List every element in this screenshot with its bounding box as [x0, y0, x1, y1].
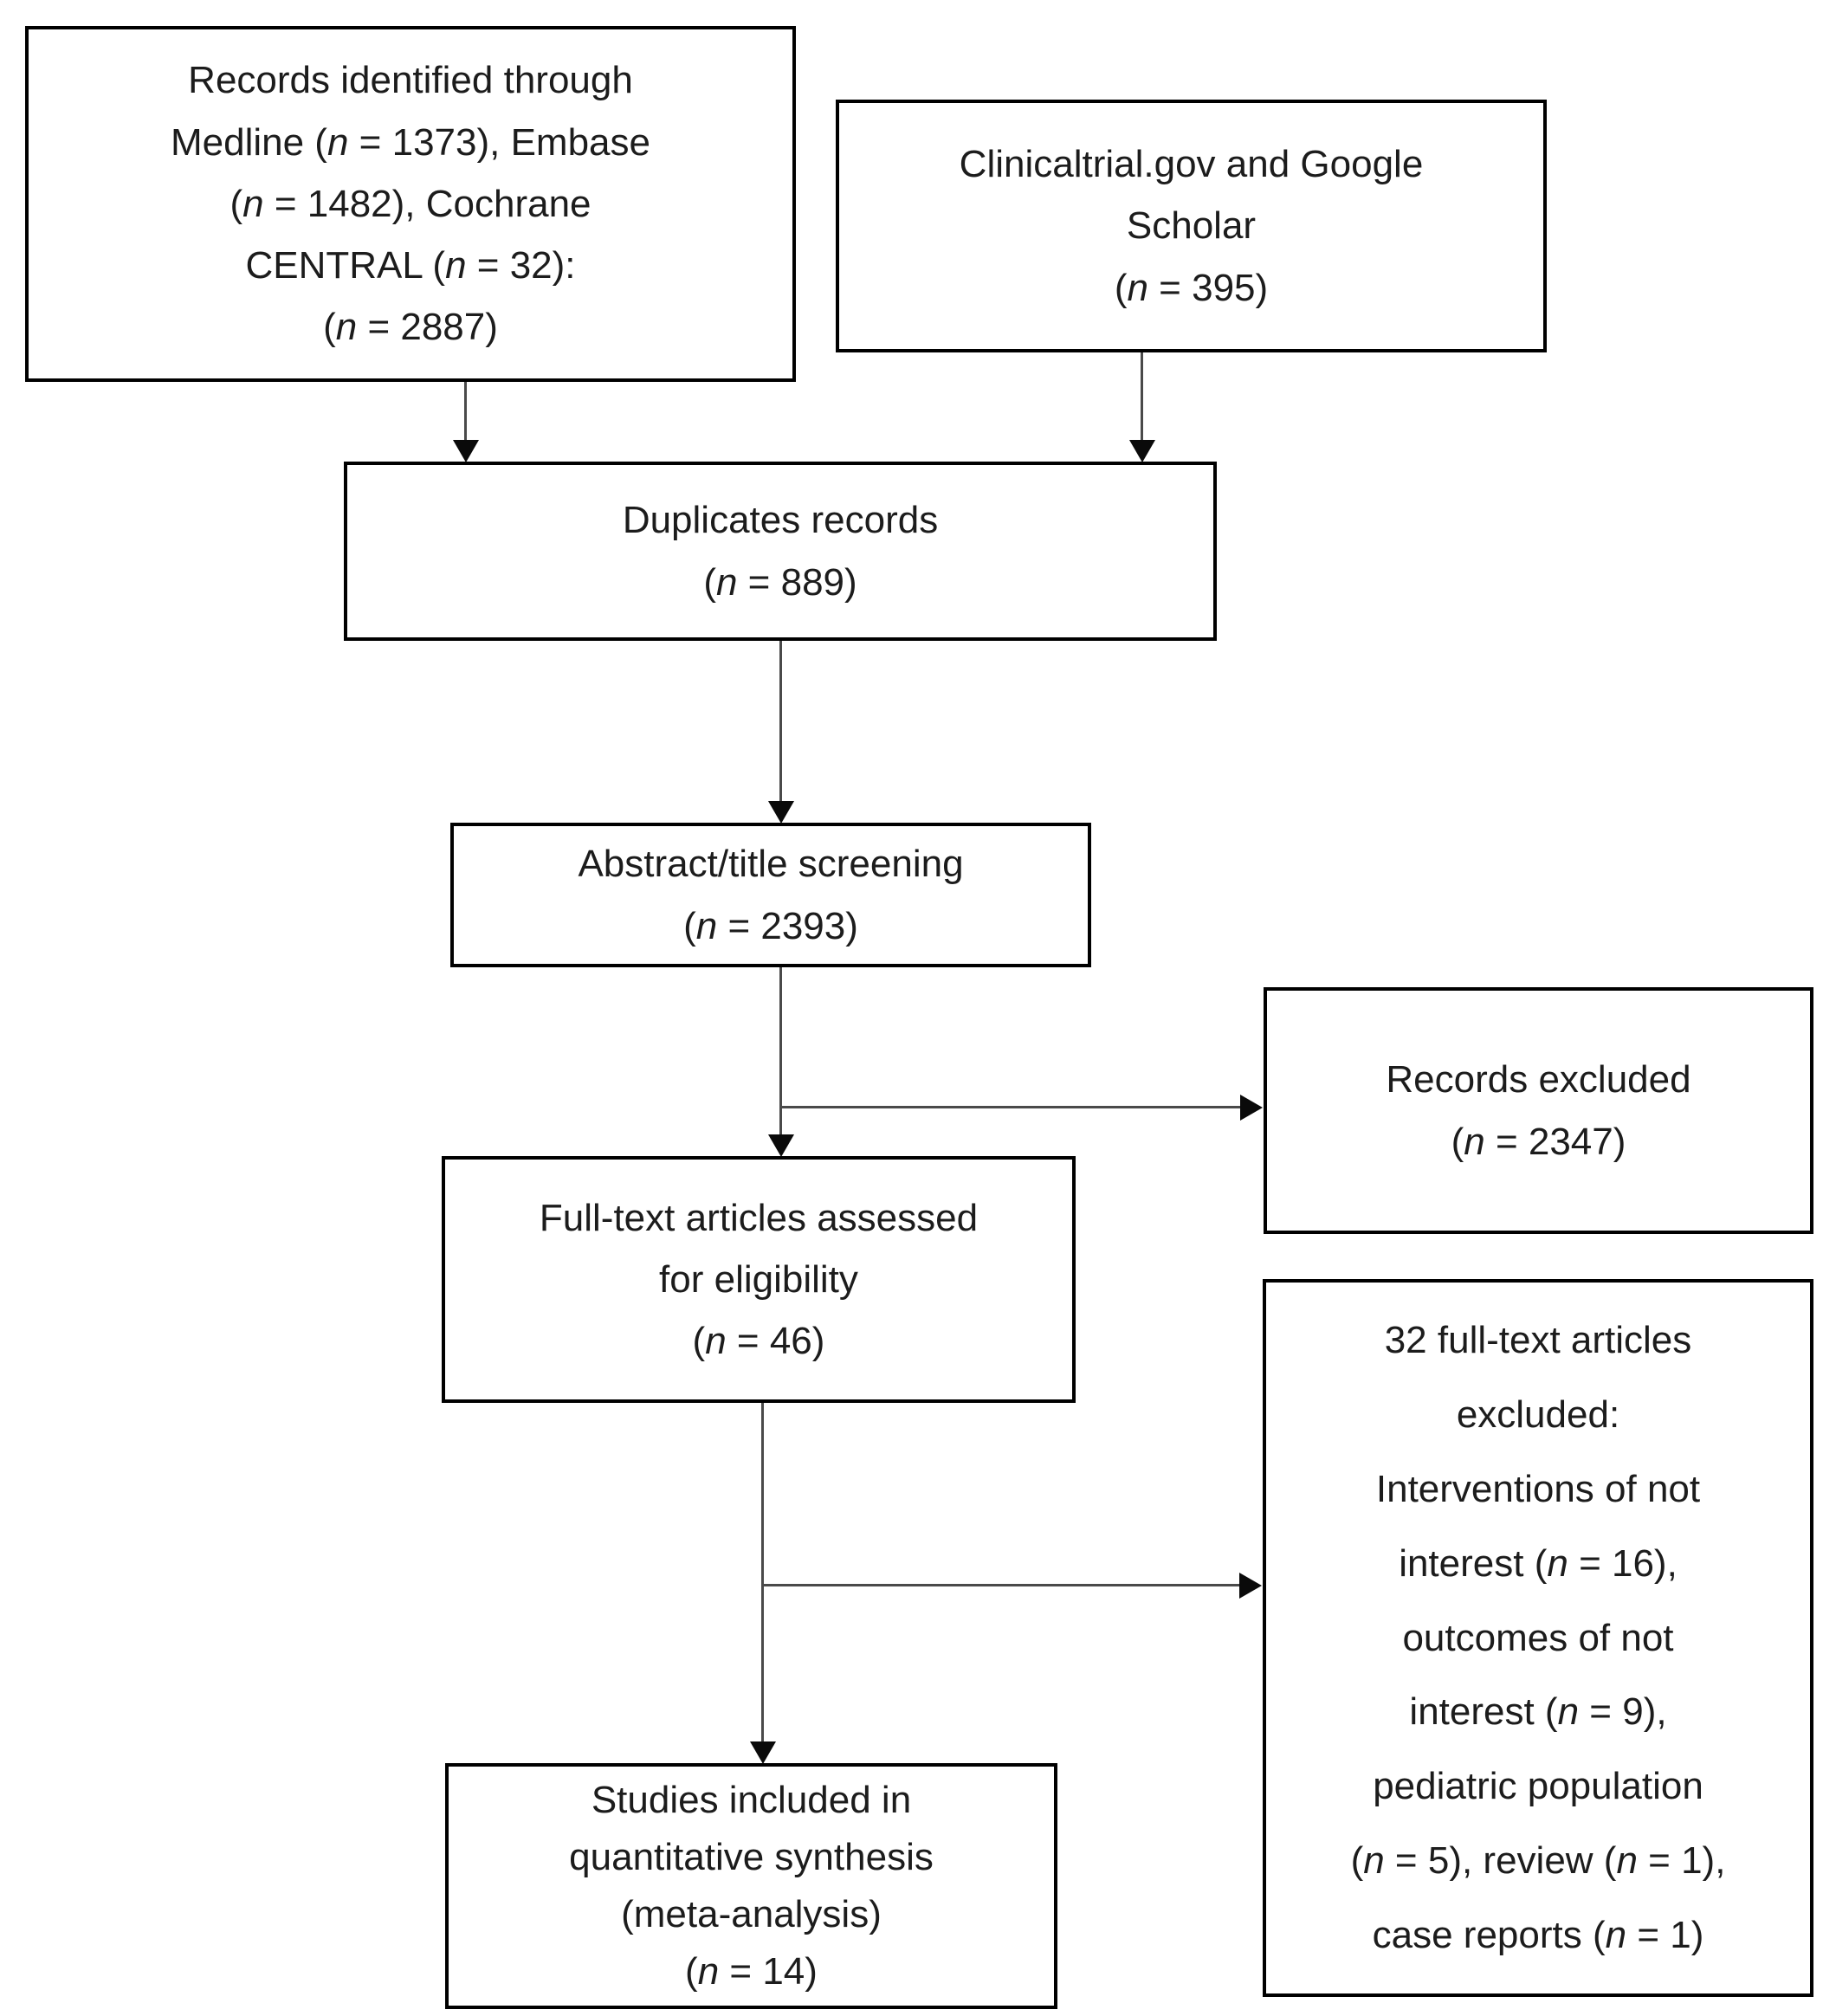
box-abstract-title-screening: Abstract/title screening (n = 2393): [450, 823, 1091, 967]
box-records-identified-text: Records identified through Medline (n = …: [171, 59, 650, 349]
arrow-screening-to-records-excluded-line: [781, 1106, 1242, 1108]
box-fulltext-excluded: 32 full-text articles excluded: Interven…: [1263, 1279, 1813, 1997]
arrow-fulltext-to-fulltext-excluded-head: [1239, 1573, 1262, 1599]
arrow-screening-to-records-excluded-head: [1240, 1095, 1263, 1121]
box-fulltext-assessed: Full-text articles assessed for eligibil…: [442, 1156, 1076, 1403]
arrow-fulltext-to-included-head: [750, 1741, 776, 1764]
arrow-fulltext-to-fulltext-excluded-line: [763, 1584, 1241, 1586]
box-fulltext-assessed-text: Full-text articles assessed for eligibil…: [539, 1196, 979, 1363]
box-registries-sources: Clinicaltrial.gov and Google Scholar (n …: [836, 100, 1547, 352]
box-fulltext-excluded-text: 32 full-text articles excluded: Interven…: [1350, 1319, 1726, 1956]
box-registries-sources-text: Clinicaltrial.gov and Google Scholar (n …: [959, 143, 1424, 309]
box-records-excluded: Records excluded (n = 2347): [1264, 987, 1813, 1234]
box-abstract-title-screening-text: Abstract/title screening (n = 2393): [578, 843, 964, 947]
arrow-duplicates-to-screening-head: [768, 801, 794, 824]
box-records-identified: Records identified through Medline (n = …: [25, 26, 796, 382]
arrow-fulltext-to-included-line: [761, 1403, 764, 1742]
arrow-duplicates-to-screening-line: [779, 641, 782, 802]
arrow-identified-to-duplicates-head: [453, 440, 479, 462]
box-studies-included-text: Studies included in quantitative synthes…: [569, 1779, 934, 1993]
box-duplicates-records-text: Duplicates records (n = 889): [622, 499, 939, 604]
arrow-screening-to-fulltext-line: [779, 967, 782, 1135]
arrow-identified-to-duplicates-line: [464, 382, 467, 443]
box-studies-included: Studies included in quantitative synthes…: [445, 1763, 1057, 2009]
arrow-screening-to-fulltext-head: [768, 1134, 794, 1157]
arrow-registries-to-duplicates-line: [1141, 352, 1143, 441]
box-records-excluded-text: Records excluded (n = 2347): [1386, 1058, 1691, 1163]
box-duplicates-records: Duplicates records (n = 889): [344, 462, 1217, 641]
arrow-registries-to-duplicates-head: [1129, 440, 1155, 462]
